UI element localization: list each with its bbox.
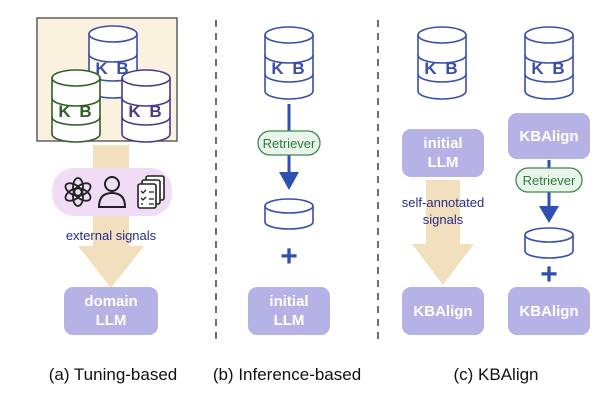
person-icon [97, 176, 127, 208]
kbalign-label-left: KBAlign [413, 303, 472, 320]
initial-llm-box-c [402, 129, 484, 177]
external-signals-label: external signals [66, 228, 157, 243]
kb-cylinder: K B [264, 26, 314, 100]
kbalign-llm-box-left [402, 287, 484, 335]
self-annotated-line-1: self-annotated [402, 195, 484, 210]
kb-cylinder-right: K B [121, 69, 171, 143]
kb-cylinder-left-col: K B [417, 26, 467, 100]
retriever-box [257, 130, 321, 156]
domain-llm-line-1: domain [84, 293, 137, 310]
kb-label: K B [58, 102, 93, 121]
self-annotated-line-2: signals [423, 212, 464, 227]
caption-a: (a) Tuning-based [49, 365, 178, 384]
openai-logo-icon [64, 177, 92, 207]
initial-llm-line-2: LLM [274, 312, 305, 329]
initial-llm-c-line-2: LLM [428, 154, 459, 171]
kb-cylinder-right-col: K B [524, 26, 574, 100]
retrieval-arrow-head-c [539, 206, 559, 223]
retriever-label: Retriever [263, 136, 316, 151]
retriever-box-c [515, 167, 583, 193]
kb-label: K B [95, 59, 130, 78]
kbalign-label-right: KBAlign [519, 303, 578, 320]
retrieved-chunk-disk [264, 198, 314, 230]
domain-llm-line-2: LLM [96, 312, 127, 329]
kb-label: K B [271, 59, 306, 78]
retriever-label-c: Retriever [523, 173, 576, 188]
initial-llm-line-1: initial [269, 293, 308, 310]
domain-llm-box [64, 287, 158, 335]
kb-label: K B [531, 59, 566, 78]
kbalign-label-top: KBAlign [519, 128, 578, 145]
kb-cylinder-top: K B [88, 25, 138, 99]
kb-label: K B [128, 102, 163, 121]
panel-c: K B initial LLM self-annotated signals K… [402, 26, 590, 384]
tuning-arrow [78, 145, 144, 288]
plus-sign-c: + [540, 258, 558, 291]
panel-b: K B Retriever + initial LLM (b) Inferenc… [213, 26, 361, 384]
kbalign-llm-box-top [508, 113, 590, 159]
retrieval-arrow-head [279, 172, 299, 190]
initial-llm-c-line-1: initial [423, 135, 462, 152]
plus-sign: + [280, 240, 298, 273]
kb-cylinder-left: K B [51, 69, 101, 143]
kbalign-llm-box-right [508, 287, 590, 335]
self-annotation-arrow [412, 180, 474, 285]
initial-llm-box [248, 287, 330, 335]
caption-b: (b) Inference-based [213, 365, 361, 384]
caption-c: (c) KBAlign [453, 365, 538, 384]
retrieved-chunk-disk-c [524, 227, 574, 259]
checklist-icon [137, 175, 165, 209]
kb-label: K B [424, 59, 459, 78]
panel-a: K B K B K B [36, 17, 178, 384]
